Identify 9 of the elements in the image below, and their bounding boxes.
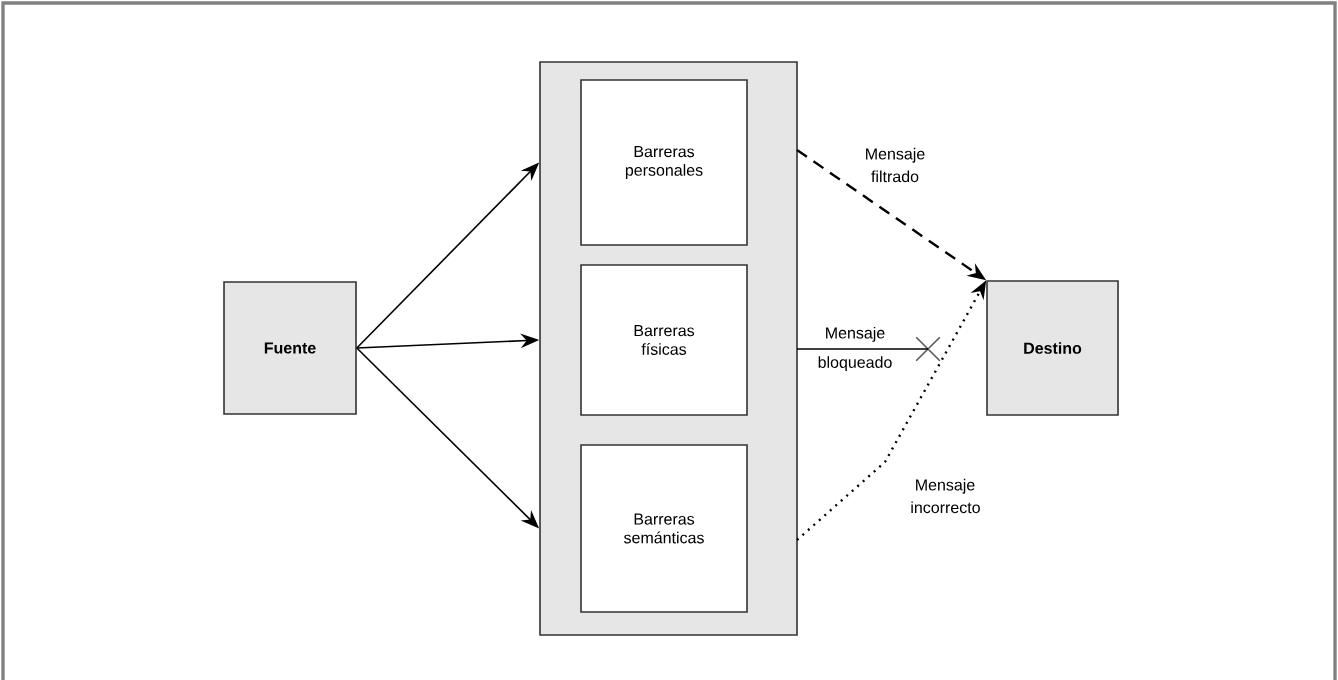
cross-mark	[915, 336, 941, 362]
process-box: Destino	[986, 280, 1119, 416]
edge-label: Mensaje incorrecto	[909, 477, 981, 515]
process-box: Barreras físicas	[580, 264, 748, 416]
process-box: Barreras personales	[580, 79, 748, 246]
process-box: Fuente	[223, 281, 357, 415]
process-box: Barreras semánticas	[580, 444, 748, 613]
edge-label: Mensaje bloqueado	[818, 326, 892, 372]
edge-label: Mensaje filtrado	[859, 146, 931, 184]
